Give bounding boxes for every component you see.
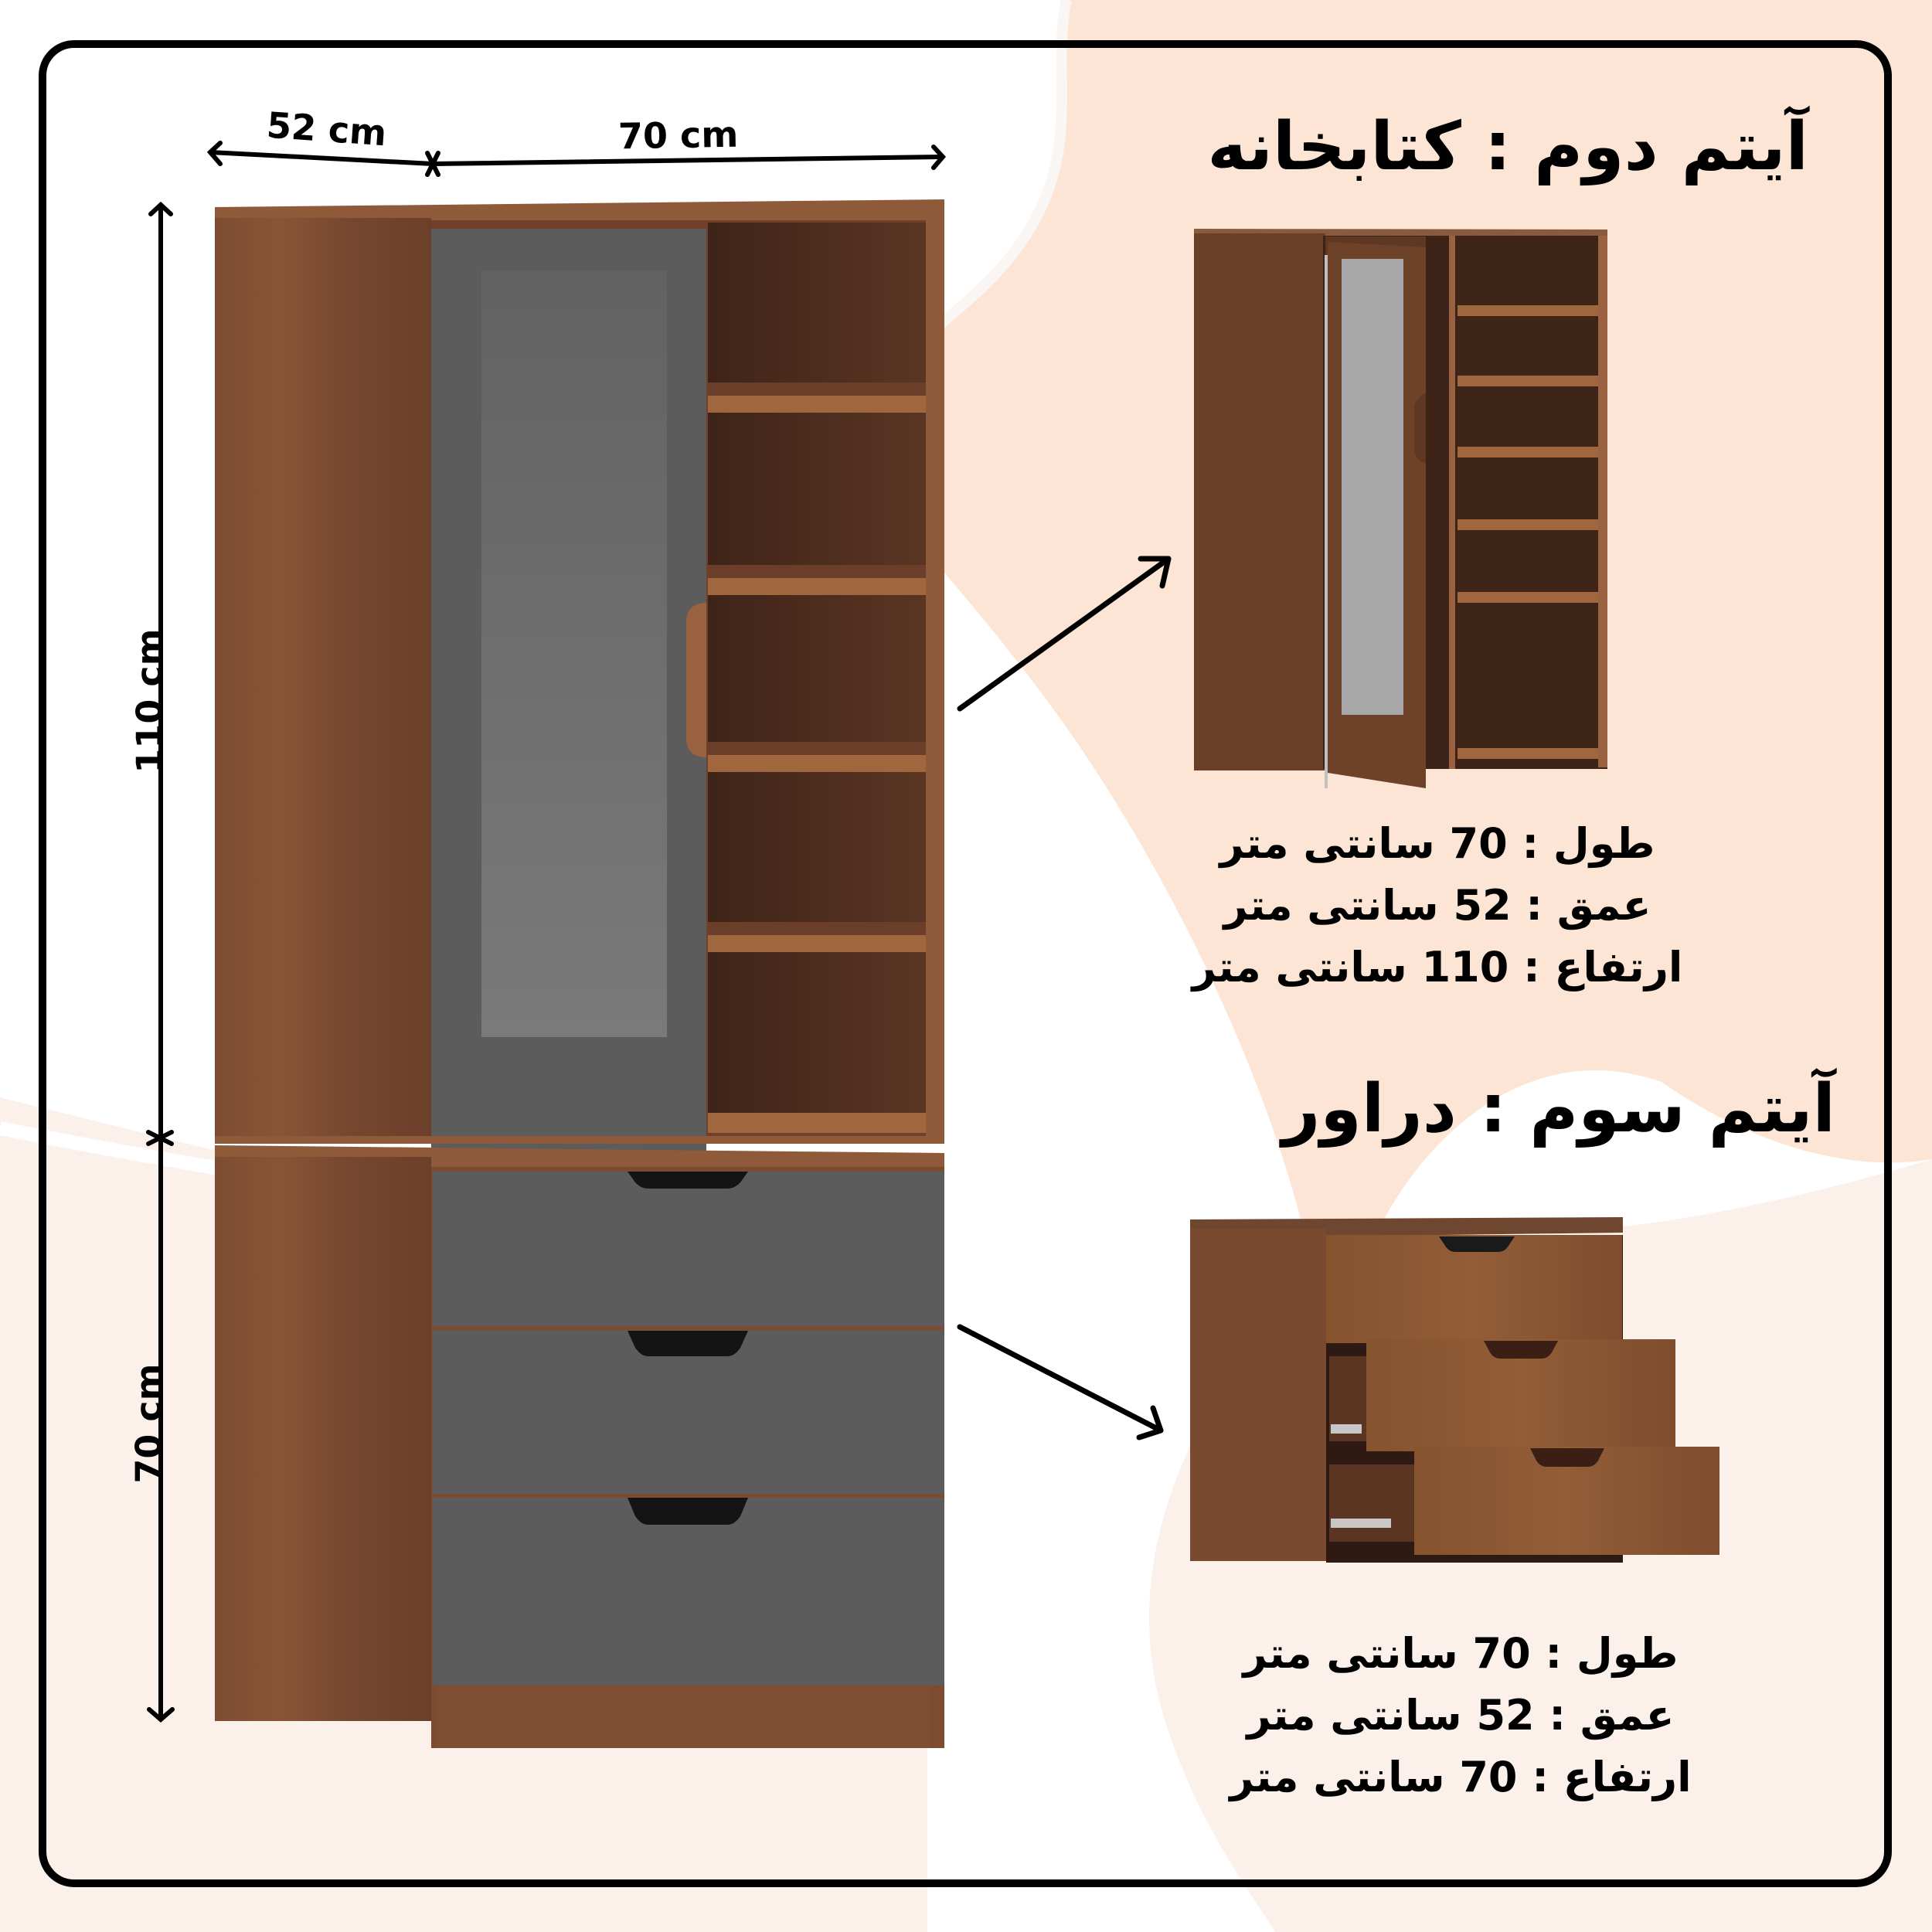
drawer-handles xyxy=(628,1172,748,1525)
drawer-2 xyxy=(433,1330,944,1494)
arrow-left-icon xyxy=(206,141,223,166)
arrow-right-icon xyxy=(931,145,947,170)
item-three-specs: طول : 70 سانتی متر عمق : 52 سانتی متر ار… xyxy=(1221,1623,1700,1808)
upper-height-label: 110 cm xyxy=(128,628,171,774)
dimension-lines xyxy=(146,141,947,1723)
item-two-specs: طول : 70 سانتی متر عمق : 52 سانتی متر ار… xyxy=(1190,813,1685,998)
bookcase-illustration xyxy=(1194,229,1607,788)
dresser-drawer-1 xyxy=(1326,1235,1622,1343)
drawer-fronts xyxy=(433,1172,944,1685)
drawer-1 xyxy=(433,1172,944,1326)
arrow-to-bookcase xyxy=(957,556,1172,712)
pointer-arrows xyxy=(957,556,1172,1440)
item-three-height: ارتفاع : 70 سانتی متر xyxy=(1230,1753,1692,1801)
width-label: 70 cm xyxy=(617,113,739,158)
shelves xyxy=(708,396,926,1133)
arrow-to-dresser xyxy=(957,1324,1164,1434)
item-two-title: آیتم دوم : کتابخانه xyxy=(1207,108,1808,185)
item-two-length: طول : 70 سانتی متر xyxy=(1219,819,1655,868)
arrow-up-icon xyxy=(148,201,173,216)
item-three-depth: عمق : 52 سانتی متر xyxy=(1247,1691,1675,1740)
depth-dimension-line xyxy=(208,150,435,166)
plinth xyxy=(437,1685,931,1748)
item-two-depth: عمق : 52 سانتی متر xyxy=(1223,881,1651,930)
depth-label: 52 cm xyxy=(265,104,388,155)
dresser-illustration xyxy=(1190,1217,1719,1563)
content-frame xyxy=(39,40,1892,1887)
width-dimension-line xyxy=(430,155,944,166)
door-handle-cutout xyxy=(686,603,706,757)
glass-panel xyxy=(481,270,667,1037)
drawer-3 xyxy=(433,1498,944,1685)
lower-height-label: 70 cm xyxy=(128,1363,170,1484)
item-three-title: آیتم سوم : دراور xyxy=(1281,1070,1835,1148)
arrow-down-icon xyxy=(147,1707,175,1723)
main-upper-cabinet xyxy=(215,199,944,1161)
main-lower-dresser xyxy=(215,1145,944,1748)
bookcase-mirror xyxy=(1342,259,1403,715)
item-two-height: ارتفاع : 110 سانتی متر xyxy=(1192,943,1683,992)
item-three-length: طول : 70 سانتی متر xyxy=(1243,1629,1679,1678)
